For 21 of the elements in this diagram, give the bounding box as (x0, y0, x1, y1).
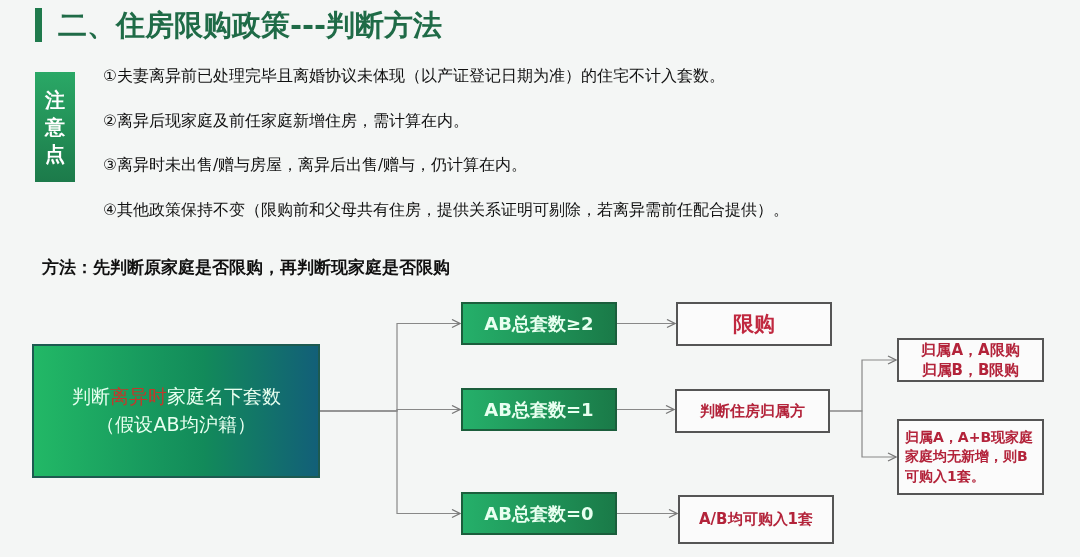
condition-box: AB总套数≥2 (461, 302, 617, 345)
condition-box: AB总套数=0 (461, 492, 617, 535)
method-text: 方法：先判断原家庭是否限购，再判断现家庭是否限购 (42, 256, 450, 279)
arrow (829, 410, 897, 462)
condition-box: AB总套数=1 (461, 388, 617, 431)
note-text: ④其他政策保持不变（限购前和父母共有住房，提供关系证明可剔除，若离异需前任配合提供）。 (103, 200, 789, 221)
arrow (319, 410, 461, 519)
note-text: ②离异后现家庭及前任家庭新增住房，需计算在内。 (103, 111, 469, 132)
process-box: 判断住房归属方 (675, 389, 830, 433)
title: 二、住房限购政策---判断方法 (58, 7, 443, 44)
note-tag: 注意点 (35, 72, 75, 182)
arrow (616, 318, 676, 329)
arrow (616, 508, 678, 519)
result-box: 限购 (676, 302, 832, 346)
result-box: A/B均可购入1套 (678, 495, 834, 544)
result-box: 归属A，A限购 归属B，B限购 (897, 338, 1044, 382)
result-box: 归属A，A+B现家庭家庭均无新增，则B可购入1套。 (897, 419, 1044, 495)
note-text: ①夫妻离异前已处理完毕且离婚协议未体现（以产证登记日期为准）的住宅不计入套数。 (103, 66, 725, 87)
note-text: ③离异时未出售/赠与房屋，离异后出售/赠与，仍计算在内。 (103, 155, 528, 176)
start-box: 判断离异时家庭名下套数 （假设AB均沪籍） (32, 344, 320, 478)
arrow (616, 404, 675, 415)
